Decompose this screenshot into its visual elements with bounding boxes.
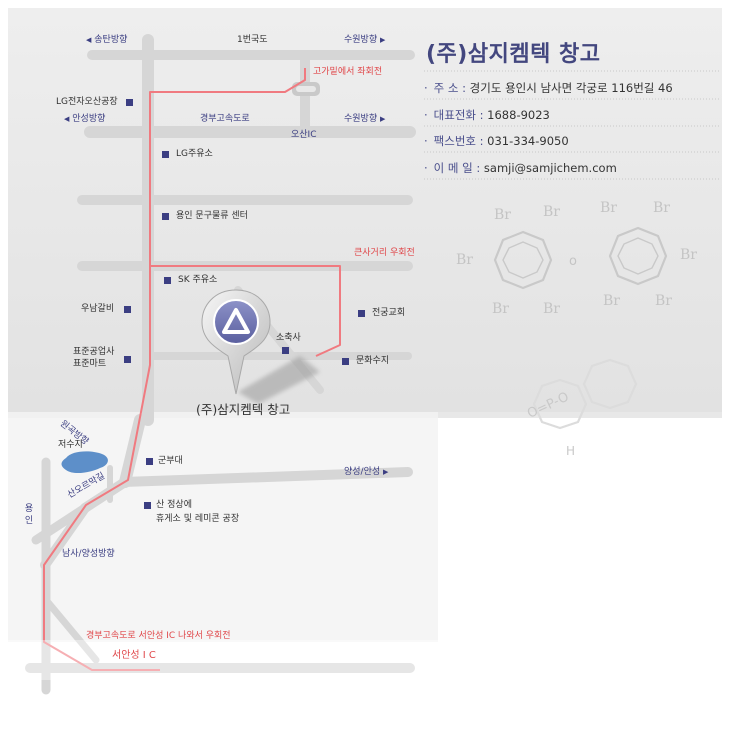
- marker-logistics: [162, 213, 169, 220]
- email-value[interactable]: samji@samjichem.com: [483, 161, 617, 175]
- location-pin-icon: [201, 289, 271, 395]
- chem-br-2: Br: [543, 204, 560, 220]
- chem-oxygen: o: [569, 254, 577, 269]
- address-row: ·주 소 : 경기도 용인시 남사면 각궁로 116번길 46: [424, 81, 673, 95]
- dir-songtan: ◀ 송탄방향: [86, 35, 128, 45]
- route-path: [43, 68, 341, 671]
- chem-br-7: Br: [653, 200, 670, 216]
- marker-sk-gas: [164, 277, 171, 284]
- highway-label: 경부고속도로: [200, 114, 250, 124]
- chem-br-5: Br: [543, 301, 560, 317]
- chemical-structure-icon: [493, 226, 668, 430]
- marker-rest-area: [144, 502, 151, 509]
- phone-row: ·대표전화 : 1688-9023: [424, 108, 550, 122]
- label-logistics: 용인 문구물류 센터: [176, 211, 248, 221]
- fax-row: ·팩스번호 : 031-334-9050: [424, 134, 569, 148]
- label-cattle-shed: 소축사: [276, 333, 301, 343]
- marker-shadow: [238, 356, 320, 404]
- fax-label: 팩스번호 :: [433, 134, 484, 148]
- marker-lg-factory: [126, 99, 133, 106]
- label-military: 군부대: [158, 456, 183, 466]
- label-reservoir: 저수지: [58, 440, 83, 450]
- label-namsa-yangseong: 남사/양성방향: [62, 549, 115, 559]
- company-title: (주)삼지켐텍 창고: [426, 42, 601, 67]
- marker-lg-gas: [162, 151, 169, 158]
- marker-label: (주)삼지켐텍 창고: [196, 402, 291, 417]
- phone-value: 1688-9023: [487, 108, 550, 122]
- route-note-top: 고가밑에서 좌회전: [313, 67, 383, 77]
- label-lg-factory: LG전자오산공장: [56, 97, 118, 107]
- marker-munhwasuji: [342, 358, 349, 365]
- address-label: 주 소 :: [433, 81, 467, 95]
- label-lg-gas: LG주유소: [176, 149, 213, 159]
- road-label-route1: 1번국도: [237, 35, 268, 45]
- label-church: 전궁교회: [372, 308, 406, 318]
- chem-br-1: Br: [494, 207, 511, 223]
- label-restaurant: 우남갈비: [81, 304, 115, 314]
- chem-hydrogen: H: [566, 444, 576, 458]
- dir-suwon-mid: 수원방향 ▶: [344, 114, 386, 124]
- seoanseong-ic-label: 서안성 I C: [112, 650, 156, 661]
- osan-ic-label: 오산IC: [291, 130, 317, 140]
- chem-br-10: Br: [655, 293, 672, 309]
- marker-market: [124, 356, 131, 363]
- label-rest-area-1: 산 정상에: [156, 500, 192, 510]
- chem-br-6: Br: [600, 200, 617, 216]
- marker-cattle-shed: [282, 347, 289, 354]
- route-note-bottom: 경부고속도로 서안성 IC 나와서 우회전: [86, 631, 231, 641]
- info-dividers: [424, 70, 720, 180]
- marker-restaurant: [124, 306, 131, 313]
- email-row: ·이 메 일 : samji@samjichem.com: [424, 161, 617, 175]
- chem-br-3: Br: [456, 252, 473, 268]
- route-note-junction: 큰사거리 우회전: [354, 248, 415, 258]
- marker-church: [358, 310, 365, 317]
- label-sk-gas: SK 주유소: [178, 275, 218, 285]
- dir-suwon-top: 수원방향 ▶: [344, 35, 386, 45]
- label-munhwasuji: 문화수지: [356, 356, 390, 366]
- address-value: 경기도 용인시 남사면 각궁로 116번길 46: [469, 81, 673, 95]
- dir-anseong: ◀ 안성방향: [64, 114, 106, 124]
- chem-br-8: Br: [680, 247, 697, 263]
- reservoir-shape: [61, 451, 108, 474]
- overpass: [292, 82, 320, 96]
- email-label: 이 메 일 :: [433, 161, 481, 175]
- fax-value: 031-334-9050: [487, 134, 569, 148]
- chem-br-4: Br: [492, 301, 509, 317]
- phone-label: 대표전화 :: [433, 108, 484, 122]
- label-market-1: 표준공업사: [73, 347, 115, 357]
- label-market-2: 표준마트: [73, 359, 107, 369]
- label-rest-area-2: 휴게소 및 레미콘 공장: [156, 514, 240, 524]
- dir-yangseong-anseong: 양성/안성 ▶: [344, 467, 389, 477]
- background-card: [8, 8, 722, 642]
- marker-military: [146, 458, 153, 465]
- chem-br-9: Br: [603, 293, 620, 309]
